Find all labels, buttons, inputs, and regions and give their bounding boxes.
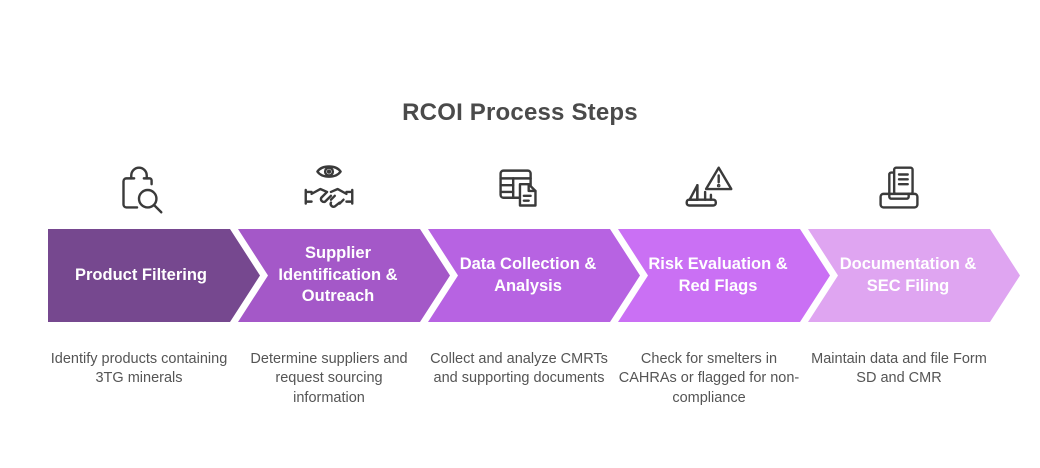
step-label: Risk Evaluation & Red Flags	[648, 254, 788, 295]
step-label: Product Filtering	[75, 265, 207, 284]
shopping-bag-search-icon	[48, 158, 230, 222]
page-title: RCOI Process Steps	[402, 99, 638, 126]
ship-warning-icon	[618, 158, 800, 222]
step-data-collection: Data Collection & Analysis	[428, 229, 640, 322]
step-supplier-identification: Supplier Identification & Outreach	[238, 229, 450, 322]
step-description: Identify products containing 3TG mineral…	[50, 351, 228, 387]
table-document-icon	[428, 158, 610, 222]
step-risk-evaluation: Risk Evaluation & Red Flags	[618, 229, 830, 322]
step-description: Determine suppliers and request sourcing…	[250, 351, 408, 406]
step-label: Data Collection & Analysis	[459, 254, 597, 295]
process-steps-band: Product Filtering Supplier Identificatio…	[48, 229, 1038, 322]
icon-row	[48, 158, 1038, 222]
step-label: Supplier Identification & Outreach	[278, 243, 398, 306]
step-description: Check for smelters in CAHRAs or flagged …	[618, 351, 800, 406]
step-product-filtering: Product Filtering	[48, 229, 260, 322]
step-description: Collect and analyze CMRTs and supporting…	[430, 351, 608, 387]
eye-handshake-icon	[238, 158, 420, 222]
step-description: Maintain data and file Form SD and CMR	[811, 351, 987, 387]
step-documentation-sec-filing: Documentation & SEC Filing	[808, 229, 1020, 322]
document-tray-icon	[808, 158, 990, 222]
step-label: Documentation & SEC Filing	[839, 254, 977, 295]
